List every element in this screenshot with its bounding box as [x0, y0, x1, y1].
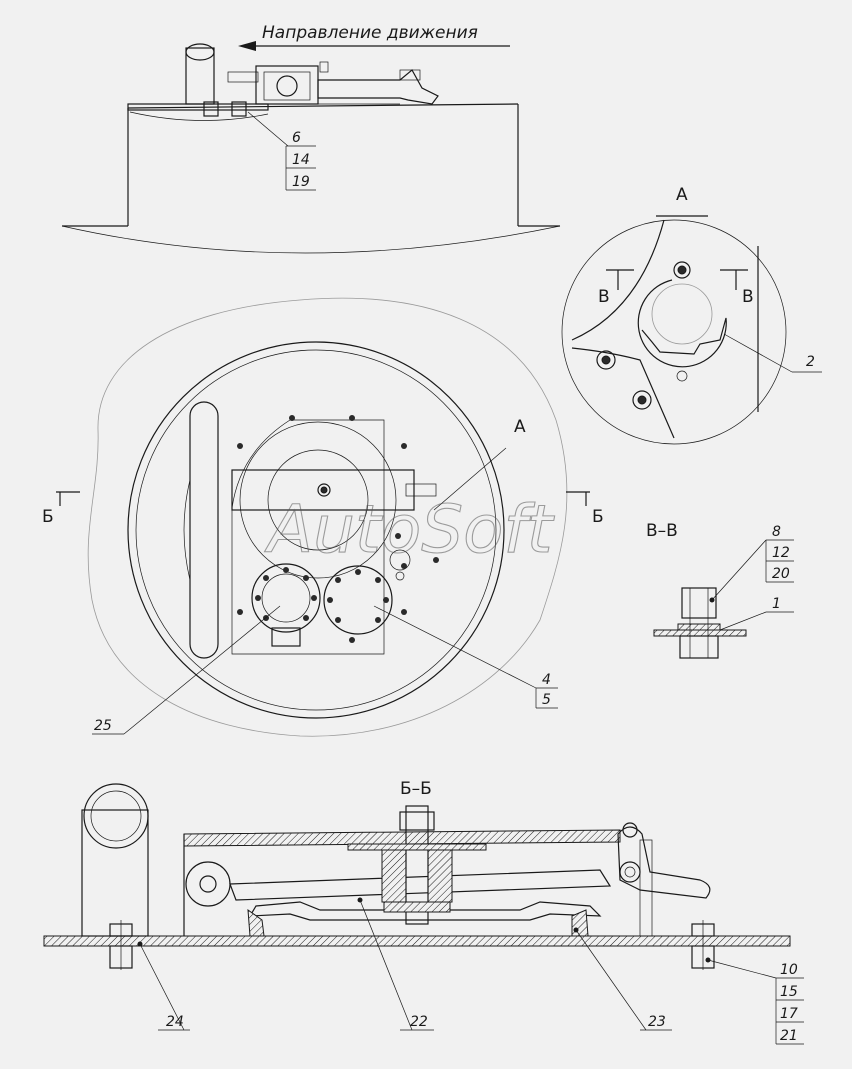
- callout-stack-plan: 4 5: [535, 672, 558, 709]
- callout-stack-bottom: 10 15 17 21: [775, 962, 804, 1045]
- section-v-v: В–В 8 12 20 1: [646, 521, 794, 659]
- section-b-mark-right: Б: [592, 507, 604, 527]
- callout-19: 19: [292, 174, 310, 190]
- callout-10: 10: [780, 962, 798, 978]
- callout-8: 8: [772, 524, 781, 540]
- section-b-mark-left: Б: [42, 507, 54, 527]
- callout-21: 21: [780, 1028, 798, 1044]
- section-v-mark-left: В: [598, 287, 610, 307]
- top-elevation-view: Направление движения 6: [61, 23, 561, 254]
- watermark: AutoSoft: [264, 491, 555, 568]
- section-b-b-title: Б–Б: [400, 779, 432, 799]
- callout-stack-vv: 8 12 20 1: [765, 524, 794, 613]
- callout-6: 6: [292, 130, 301, 146]
- callout-2: 2: [806, 354, 815, 370]
- callout-23: 23: [648, 1014, 666, 1030]
- section-v-mark-right: В: [742, 287, 754, 307]
- callout-12: 12: [772, 545, 790, 561]
- detail-a-title: А: [676, 185, 688, 205]
- callout-17: 17: [780, 1006, 798, 1022]
- direction-label: Направление движения: [262, 23, 478, 43]
- callout-stack-top: 6 14 19: [285, 130, 316, 191]
- callout-25: 25: [94, 718, 112, 734]
- direction-arrowhead: [238, 41, 256, 51]
- detail-view-a: А В В 2: [561, 185, 822, 445]
- detail-a-mark: А: [514, 417, 526, 437]
- callout-22: 22: [410, 1014, 428, 1030]
- callout-1: 1: [772, 596, 781, 612]
- plan-view: А Б Б 4 5 25: [42, 297, 604, 737]
- callout-5: 5: [542, 692, 551, 708]
- callout-15: 15: [780, 984, 798, 1000]
- callout-14: 14: [292, 152, 310, 168]
- callout-24: 24: [166, 1014, 184, 1030]
- callout-4: 4: [542, 672, 551, 688]
- callout-20: 20: [772, 566, 790, 582]
- section-b-b: Б–Б: [43, 779, 804, 1045]
- section-v-v-title: В–В: [646, 521, 678, 541]
